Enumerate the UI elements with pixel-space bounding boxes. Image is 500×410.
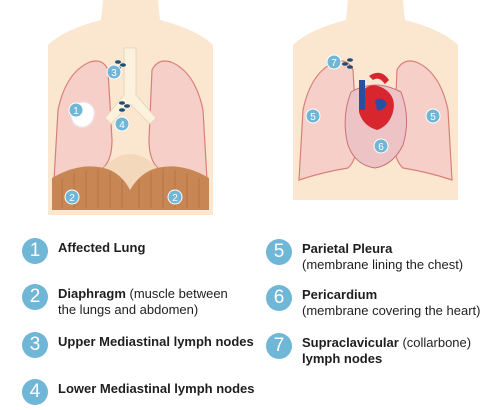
legend-number: 2 [22, 284, 48, 310]
legend-item-4: 4 Lower Mediastinal lymph nodes [22, 379, 262, 405]
svg-text:1: 1 [73, 106, 79, 117]
legend-label: Pericardium(membrane covering the heart) [302, 287, 481, 318]
svg-text:2: 2 [69, 193, 75, 204]
legend-item-2: 2 Diaphragm (muscle between the lungs an… [22, 284, 262, 318]
svg-text:2: 2 [172, 193, 178, 204]
legend-number: 1 [22, 238, 48, 264]
svg-text:6: 6 [378, 142, 384, 153]
legend-label: Supraclavicular (collarbone)lymph nodes [302, 335, 472, 366]
marker-7: 7 [326, 54, 342, 70]
legend-item-3: 3 Upper Mediastinal lymph nodes [22, 332, 262, 358]
svg-text:7: 7 [331, 58, 337, 69]
legend-number: 3 [22, 332, 48, 358]
legend-item-7: 7 Supraclavicular (collarbone)lymph node… [266, 333, 496, 367]
marker-4: 4 [114, 116, 130, 132]
trachea [104, 47, 157, 125]
legend-number: 6 [266, 285, 292, 311]
diaphragm-fibers [61, 169, 200, 208]
legend-label: Lower Mediastinal lymph nodes [58, 381, 255, 396]
marker-6: 6 [373, 138, 389, 154]
marker-1: 1 [68, 102, 84, 118]
legend-label: Affected Lung [58, 240, 146, 255]
heart [359, 85, 394, 130]
marker-2-left: 2 [64, 189, 80, 205]
supraclavicular-nodes [342, 58, 353, 69]
legend-number: 5 [266, 239, 292, 265]
heart-detail-blue [375, 98, 387, 111]
lower-lymph-nodes [119, 101, 130, 112]
legend-number: 7 [266, 333, 292, 359]
heart-vessel-blue [359, 80, 365, 110]
legend-label: Upper Mediastinal lymph nodes [58, 334, 254, 349]
pleura-lung-right [393, 60, 453, 181]
legend-item-5: 5 Parietal Pleura(membrane lining the ch… [266, 239, 496, 273]
legend-label: Parietal Pleura(membrane lining the ches… [302, 241, 464, 272]
legend-item-6: 6 Pericardium(membrane covering the hear… [266, 285, 496, 319]
heart-vessel-red [369, 72, 389, 84]
marker-2-right: 2 [167, 189, 183, 205]
svg-text:4: 4 [119, 120, 125, 131]
marker-5-right: 5 [425, 108, 441, 124]
svg-text:3: 3 [111, 68, 117, 79]
svg-text:5: 5 [310, 112, 316, 123]
marker-3: 3 [106, 64, 122, 80]
pleura-heart-figure: 7 5 5 6 [293, 0, 458, 200]
legend-number: 4 [22, 379, 48, 405]
svg-text:5: 5 [430, 112, 436, 123]
legend-label: Diaphragm (muscle between the lungs and … [58, 286, 228, 317]
legend-item-1: 1 Affected Lung [22, 238, 262, 264]
marker-5-left: 5 [305, 108, 321, 124]
lungs-diaphragm-figure: 1 2 2 3 4 [48, 0, 213, 215]
